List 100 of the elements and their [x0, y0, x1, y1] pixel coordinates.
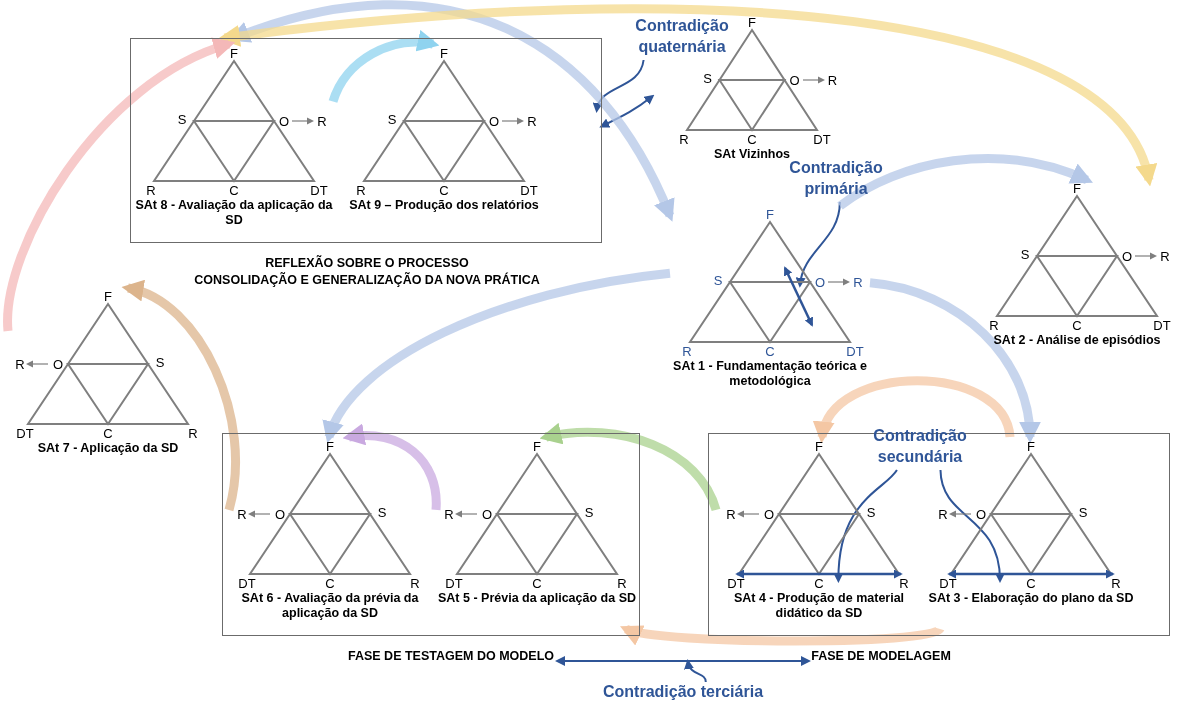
vertex-label: DT — [238, 576, 256, 590]
phase-heading: REFLEXÃO SOBRE O PROCESSO CONSOLIDAÇÃO E GENERALIZAÇÃO DA NOVA PRÁTICA — [194, 255, 540, 289]
phase-heading: FASE DE MODELAGEM — [811, 648, 951, 665]
vertex-label: DT — [310, 183, 328, 197]
vertex-label: C — [532, 576, 542, 590]
vertex-label: R — [617, 576, 627, 590]
vertex-label: R — [827, 73, 838, 87]
vertex-label: C — [325, 576, 335, 590]
vertex-label: S — [703, 71, 712, 85]
vertex-label: DT — [846, 344, 864, 358]
activity-caption: SAt 3 - Elaboração do plano da SD — [927, 591, 1135, 606]
vertex-label: O — [814, 275, 826, 289]
activity-caption: SAt 8 - Avaliação da aplicação da SD — [134, 198, 334, 228]
vertex-label: F — [748, 15, 756, 29]
vertex-label: R — [726, 507, 736, 521]
vertex-label: R — [899, 576, 909, 590]
vertex-label: O — [975, 507, 987, 521]
vertex-label: R — [853, 275, 863, 289]
vertex-label: S — [377, 505, 387, 519]
vertex-label: S — [1020, 247, 1030, 261]
vertex-label: C — [765, 344, 775, 358]
vertex-label: O — [789, 73, 800, 87]
activity-caption: SAt Vizinhos — [712, 147, 792, 161]
vertex-label: S — [866, 505, 876, 519]
leader-line — [833, 469, 898, 584]
contradiction-note: Contradição terciária — [588, 682, 778, 704]
vertex-label: R — [527, 114, 537, 128]
vertex-label: O — [481, 507, 493, 521]
vertex-label: R — [237, 507, 247, 521]
curved-arrow — [121, 281, 241, 511]
vertex-label: F — [326, 439, 334, 453]
vertex-label: O — [488, 114, 500, 128]
curved-arrow — [3, 39, 236, 332]
vertex-label: S — [584, 505, 594, 519]
activity-caption: SAt 9 – Produção dos relatórios — [348, 198, 540, 213]
contradiction-note: Contradição quaternária — [618, 16, 746, 60]
vertex-label: C — [1072, 318, 1082, 332]
vertex-label: C — [439, 183, 449, 197]
vertex-label: DT — [727, 576, 745, 590]
vertex-label: S — [713, 273, 723, 287]
curved-arrow — [539, 423, 721, 512]
vertex-label: C — [1026, 576, 1036, 590]
leader-line — [593, 59, 645, 113]
vertex-label: DT — [939, 576, 957, 590]
vertex-label: S — [1078, 505, 1088, 519]
vertex-label: S — [155, 355, 165, 369]
vertex-label: O — [1121, 249, 1133, 263]
vertex-label: C — [229, 183, 239, 197]
vertex-label: DT — [813, 132, 831, 146]
activity-caption: SAt 7 - Aplicação da SD — [36, 441, 180, 456]
vertex-label: R — [938, 507, 948, 521]
vertex-label: R — [989, 318, 999, 332]
curved-arrow — [869, 278, 1040, 444]
vertex-label: O — [274, 507, 286, 521]
curved-arrow — [837, 154, 1094, 210]
leader-line — [684, 659, 707, 683]
leader-line — [939, 469, 1005, 584]
vertex-label: R — [317, 114, 327, 128]
vertex-label: O — [52, 357, 64, 371]
vertex-label: O — [278, 114, 290, 128]
vertex-label: S — [177, 112, 187, 126]
vertex-label: R — [682, 344, 692, 358]
vertex-label: F — [104, 289, 112, 303]
vertex-label: C — [103, 426, 113, 440]
vertex-label: F — [815, 439, 823, 453]
curved-arrow — [217, 4, 1154, 187]
vertex-label: DT — [16, 426, 34, 440]
vertex-label: R — [1160, 249, 1170, 263]
vertex-label: R — [1111, 576, 1121, 590]
vertex-label: DT — [520, 183, 538, 197]
vertex-label: DT — [1153, 318, 1171, 332]
vertex-label: R — [188, 426, 198, 440]
phase-heading: FASE DE TESTAGEM DO MODELO — [348, 648, 554, 665]
vertex-label: S — [387, 112, 397, 126]
vertex-label: R — [356, 183, 366, 197]
vertex-label: F — [1027, 439, 1035, 453]
activity-caption: SAt 2 - Análise de episódios — [992, 333, 1162, 348]
vertex-label: F — [440, 46, 448, 60]
vertex-label: F — [766, 207, 774, 221]
vertex-label: R — [679, 132, 689, 146]
activity-caption: SAt 1 - Fundamentação teórica e metodológica — [672, 359, 868, 389]
curved-arrow — [324, 268, 671, 444]
double-arrow — [599, 94, 655, 128]
vertex-label: R — [146, 183, 156, 197]
vertex-label: F — [1073, 181, 1081, 195]
curved-arrow — [619, 622, 943, 646]
vertex-label: DT — [445, 576, 463, 590]
vertex-label: O — [763, 507, 775, 521]
vertex-label: F — [230, 46, 238, 60]
vertex-label: R — [410, 576, 420, 590]
curved-arrow — [816, 376, 1015, 444]
activity-caption: SAt 6 - Avaliação da prévia da aplicação da SD — [240, 591, 420, 621]
vertex-label: C — [814, 576, 824, 590]
activity-caption: SAt 5 - Prévia da aplicação da SD — [437, 591, 637, 606]
curved-arrow — [342, 424, 441, 510]
vertex-label: F — [533, 439, 541, 453]
contradiction-note: Contradição primária — [772, 158, 900, 202]
vertex-label: C — [747, 132, 757, 146]
activity-caption: SAt 4 - Produção de material didático da SD — [732, 591, 906, 621]
vertex-label: R — [444, 507, 454, 521]
